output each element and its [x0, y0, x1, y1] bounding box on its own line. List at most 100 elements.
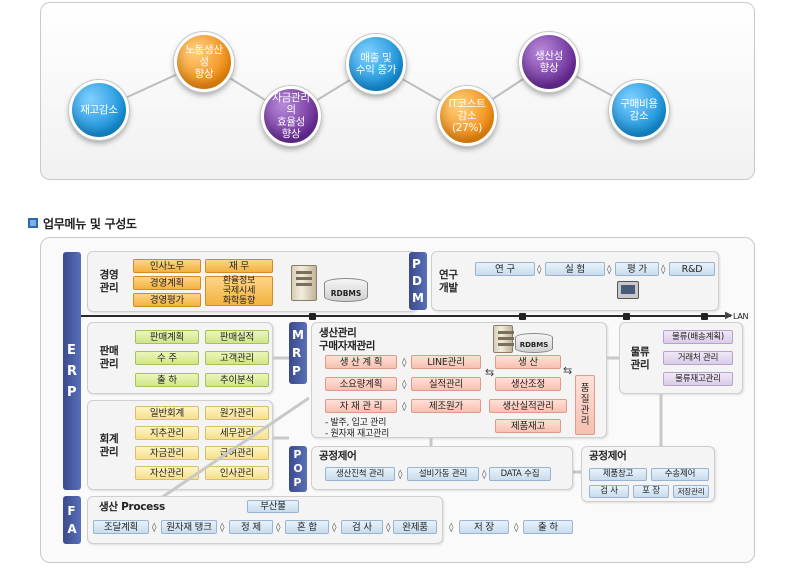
- goal-bubble-labor-productivity: 노동생산성 향상: [173, 31, 235, 93]
- accounting-item-general[interactable]: 일반회계: [135, 406, 199, 420]
- goal-bubble-purchase-cost: 구매비용 감소: [608, 79, 670, 141]
- pdm-title: 연구 개발: [439, 269, 458, 294]
- accounting-item-cost[interactable]: 원가관리: [205, 406, 269, 420]
- logistics-item-vendors[interactable]: 거래처 관리: [663, 351, 733, 365]
- logistics-item-stock[interactable]: 물류재고관리: [663, 372, 733, 386]
- section-header: 업무메뉴 및 구성도: [28, 215, 137, 231]
- mrp-item-materials[interactable]: 자 재 관 리: [325, 399, 397, 413]
- sales-item-results[interactable]: 판매실적: [205, 330, 269, 344]
- fa-item-refining[interactable]: 정 제: [229, 520, 273, 534]
- mrp-item-requirements[interactable]: 소요량계획: [325, 377, 397, 391]
- mrp-item-line[interactable]: LINE관리: [411, 355, 481, 369]
- management-item-planning[interactable]: 경영계획: [133, 276, 201, 290]
- mrp-item-quality[interactable]: 품 질 관 리: [575, 375, 595, 435]
- management-title: 경영 관리: [99, 269, 119, 294]
- mrp-title: 생산관리 구매자재관리: [319, 327, 376, 352]
- lan-node: [309, 313, 316, 320]
- process-item-storage[interactable]: 저장관리: [673, 485, 709, 498]
- sales-item-plan[interactable]: 판매계획: [135, 330, 199, 344]
- pdm-item-research[interactable]: 연 구: [475, 262, 535, 276]
- mrp-bar: M R P: [289, 322, 307, 384]
- process-item-inspection[interactable]: 검 사: [589, 485, 629, 498]
- pdm-item-experiment[interactable]: 실 험: [545, 262, 605, 276]
- management-item-market-info[interactable]: 환율정보 국제시세 화학동향: [205, 276, 273, 306]
- double-arrow-icon: ◊: [402, 402, 407, 412]
- diagram-connector-lines: [160, 356, 663, 500]
- fa-item-storage[interactable]: 저 장: [459, 520, 509, 534]
- pop-item-progress[interactable]: 생산진척 관리: [325, 467, 395, 481]
- sales-item-order[interactable]: 수 주: [135, 351, 199, 365]
- rdbms-icon: RDBMS: [324, 278, 368, 302]
- pop-item-data-collection[interactable]: DATA 수집: [489, 467, 551, 481]
- mrp-item-performance[interactable]: 실적관리: [411, 377, 481, 391]
- server-icon: [291, 265, 317, 301]
- mrp-item-manufacturing-cost[interactable]: 제조원가: [411, 399, 481, 413]
- mrp-item-production-results[interactable]: 생산실적관리: [489, 399, 567, 413]
- process-item-warehouse[interactable]: 제품창고: [589, 468, 647, 481]
- system-diagram: E R P 경영 관리 인사노무 재 무 경영계획 환율정보 국제시세 화학동향…: [40, 237, 755, 563]
- mrp-notes: - 발주, 입고 관리 - 원자재 재고관리: [325, 418, 389, 439]
- pop-title: 공정제어: [319, 450, 357, 462]
- management-item-hr[interactable]: 인사노무: [133, 259, 201, 273]
- management-item-evaluation[interactable]: 경영평가: [133, 293, 201, 307]
- accounting-item-expense[interactable]: 지추관리: [135, 426, 199, 440]
- mrp-item-adjustment[interactable]: 생산조정: [495, 377, 561, 391]
- sales-item-trend[interactable]: 추이분석: [205, 373, 269, 387]
- double-arrow-icon: ◊: [276, 523, 281, 533]
- double-arrow-icon: ◊: [398, 470, 403, 480]
- server-icon: [493, 325, 514, 353]
- sales-item-shipping[interactable]: 출 하: [135, 373, 199, 387]
- double-arrow-icon: ◊: [661, 265, 666, 275]
- goal-bubble-productivity: 생산성 향상: [518, 31, 580, 93]
- management-item-finance[interactable]: 재 무: [205, 259, 273, 273]
- sales-item-customer[interactable]: 고객관리: [205, 351, 269, 365]
- pop-item-equipment[interactable]: 설비가동 관리: [407, 467, 479, 481]
- double-arrow-icon: ◊: [449, 523, 454, 533]
- lan-label: LAN: [733, 312, 749, 321]
- fa-item-byproduct[interactable]: 부산물: [247, 500, 299, 513]
- mrp-item-product-stock[interactable]: 제품재고: [495, 419, 561, 433]
- mrp-item-production-plan[interactable]: 생 산 계 획: [325, 355, 397, 369]
- lan-line: [81, 315, 731, 317]
- section-title: 업무메뉴 및 구성도: [43, 216, 137, 231]
- double-arrow-icon: ◊: [332, 523, 337, 533]
- double-arrow-icon: ◊: [482, 470, 487, 480]
- goal-bubble-inventory: 재고감소: [68, 79, 130, 141]
- lan-node: [623, 313, 630, 320]
- goal-bubble-sales-profit: 매출 및 수익 증가: [345, 33, 407, 95]
- goals-panel: 재고감소 노동생산성 향상 자금관리의 효율성 향상 매출 및 수익 증가 IT…: [40, 2, 755, 180]
- pdm-item-evaluation[interactable]: 평 가: [615, 262, 659, 276]
- fa-item-inspection[interactable]: 검 사: [341, 520, 383, 534]
- lan-node: [701, 313, 708, 320]
- lan-node: [519, 313, 526, 320]
- double-arrow-icon: ◊: [607, 265, 612, 275]
- fa-item-finished[interactable]: 완제품: [393, 520, 437, 534]
- cycle-arrow-icon: ⇆: [563, 364, 573, 377]
- cycle-arrow-icon: ⇆: [485, 366, 495, 379]
- pdm-box: [431, 251, 719, 311]
- pdm-item-rnd[interactable]: R&D: [669, 262, 715, 276]
- computer-icon: [617, 281, 639, 299]
- fa-item-mixing[interactable]: 혼 합: [285, 520, 329, 534]
- square-bullet-icon: [28, 218, 38, 228]
- accounting-item-personnel[interactable]: 인사관리: [205, 466, 269, 480]
- logistics-item-delivery[interactable]: 물류(배송계획): [663, 330, 733, 344]
- fa-item-raw-tank[interactable]: 원자재 탱크: [161, 520, 217, 534]
- process-item-packaging[interactable]: 포 장: [633, 485, 669, 498]
- double-arrow-icon: ◊: [402, 358, 407, 368]
- sales-title: 판매 관리: [99, 345, 119, 370]
- fa-bar: F A: [63, 496, 81, 544]
- goal-bubble-fund-efficiency: 자금관리의 효율성 향상: [260, 85, 322, 147]
- double-arrow-icon: ◊: [537, 265, 542, 275]
- process-item-transport[interactable]: 수송제어: [651, 468, 709, 481]
- accounting-item-funds[interactable]: 자금관리: [135, 446, 199, 460]
- fa-item-procurement[interactable]: 조달계획: [93, 520, 149, 534]
- erp-bar: E R P: [63, 252, 81, 490]
- double-arrow-icon: ◊: [386, 523, 391, 533]
- mrp-item-production[interactable]: 생 산: [495, 355, 561, 369]
- goal-bubble-it-cost: IT코스트 감소(27%): [436, 85, 498, 147]
- fa-item-shipping[interactable]: 출 하: [523, 520, 573, 534]
- double-arrow-icon: ◊: [402, 380, 407, 390]
- logistics-title: 물류 관리: [630, 346, 650, 371]
- double-arrow-icon: ◊: [514, 523, 519, 533]
